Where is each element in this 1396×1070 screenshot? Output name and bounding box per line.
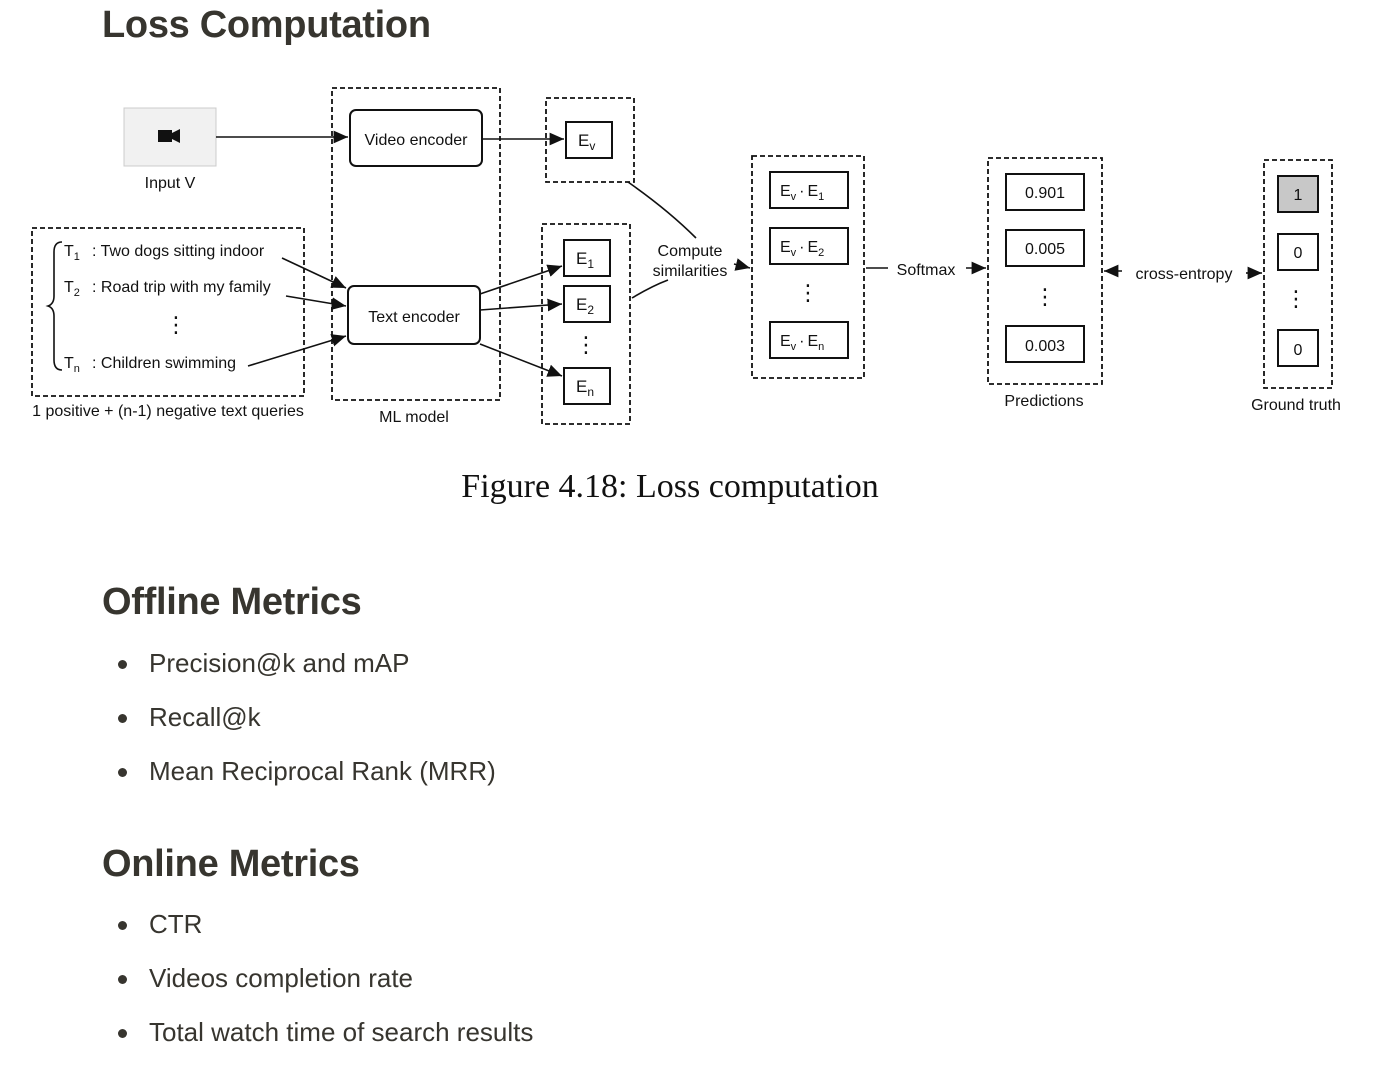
text-embeddings-container bbox=[541, 223, 631, 425]
bullet-icon bbox=[118, 714, 127, 723]
bullet-icon bbox=[118, 1029, 127, 1038]
query-item: T2 : Road trip with my family bbox=[64, 279, 271, 299]
video-camera-icon bbox=[158, 129, 180, 143]
diagram-arrows bbox=[216, 130, 1262, 377]
predictions-vdots: ⋮ bbox=[1034, 284, 1056, 309]
section-heading-offline-metrics: Offline Metrics bbox=[102, 581, 362, 623]
ml-model-container bbox=[331, 87, 501, 401]
similarity-label: Ev·En bbox=[780, 333, 824, 353]
queries-caption: 1 positive + (n-1) negative text queries bbox=[32, 403, 304, 420]
queries-brace bbox=[45, 241, 63, 371]
text-embedding-label: En bbox=[576, 377, 594, 399]
text-encoder-box bbox=[347, 285, 481, 345]
text-embedding-box bbox=[563, 367, 611, 405]
query-text: : Children swimming bbox=[92, 355, 236, 372]
softmax-label: Softmax bbox=[897, 262, 956, 279]
video-encoder-box bbox=[349, 109, 483, 167]
ground-truth-value: 0 bbox=[1294, 342, 1303, 359]
video-embedding-container bbox=[545, 97, 635, 183]
ground-truth-value: 0 bbox=[1294, 245, 1303, 262]
prediction-value: 0.003 bbox=[1025, 338, 1065, 355]
prediction-box bbox=[1005, 229, 1085, 267]
ground-truth-label: Ground truth bbox=[1251, 397, 1341, 414]
prediction-box bbox=[1005, 173, 1085, 211]
query-symbol: Tn bbox=[64, 355, 80, 375]
text-embedding-box bbox=[563, 239, 611, 277]
query-text: : Two dogs sitting indoor bbox=[92, 243, 265, 260]
ground-truth-box bbox=[1277, 329, 1319, 367]
cross-entropy-label: cross-entropy bbox=[1136, 266, 1233, 283]
text-embedding-box bbox=[563, 285, 611, 323]
ground-truth-vdots: ⋮ bbox=[1285, 286, 1307, 311]
video-embedding-box bbox=[565, 121, 613, 159]
similarity-label: Ev·E1 bbox=[780, 183, 824, 203]
section-heading-loss-computation: Loss Computation bbox=[102, 4, 431, 46]
ground-truth-box bbox=[1277, 233, 1319, 271]
compute-label-line2: similarities bbox=[653, 263, 728, 280]
video-encoder-label: Video encoder bbox=[365, 132, 469, 149]
queries-vdots: ⋮ bbox=[165, 312, 187, 337]
bullet-icon bbox=[118, 975, 127, 984]
list-item-text: Mean Reciprocal Rank (MRR) bbox=[149, 756, 496, 786]
list-item-text: Total watch time of search results bbox=[149, 1017, 534, 1047]
query-text: : Road trip with my family bbox=[92, 279, 271, 296]
similarity-box bbox=[769, 171, 849, 209]
query-symbol: T1 bbox=[64, 243, 80, 263]
video-embedding-label: Ev bbox=[578, 131, 595, 153]
text-embedding-label: E2 bbox=[576, 295, 594, 317]
input-label: Input V bbox=[145, 175, 196, 192]
bullet-icon bbox=[118, 660, 127, 669]
similarities-vdots: ⋮ bbox=[797, 280, 819, 305]
bullet-icon bbox=[118, 768, 127, 777]
prediction-box bbox=[1005, 325, 1085, 363]
list-item-text: Videos completion rate bbox=[149, 963, 414, 993]
query-symbol: T2 bbox=[64, 279, 80, 299]
text-encoder-label: Text encoder bbox=[368, 309, 460, 326]
predictions-container bbox=[987, 157, 1103, 385]
embeddings-vdots: ⋮ bbox=[575, 332, 597, 357]
ml-model-label: ML model bbox=[379, 409, 449, 426]
text-embedding-label: E1 bbox=[576, 249, 594, 271]
bullet-icon bbox=[118, 921, 127, 930]
list-item-text: Recall@k bbox=[149, 702, 261, 732]
similarities-container bbox=[751, 155, 865, 379]
similarity-label: Ev·E2 bbox=[780, 239, 824, 259]
input-video-thumbnail bbox=[123, 107, 217, 167]
figure-caption: Figure 4.18: Loss computation bbox=[461, 468, 879, 505]
prediction-value: 0.005 bbox=[1025, 241, 1065, 258]
ground-truth-container bbox=[1263, 159, 1333, 389]
list-item-text: Precision@k and mAP bbox=[149, 648, 410, 678]
predictions-label: Predictions bbox=[1004, 393, 1083, 410]
loss-computation-diagram: Input V ML model Video encoder Text enco… bbox=[31, 87, 1341, 426]
compute-label-line1: Compute bbox=[658, 243, 723, 260]
list-item-text: CTR bbox=[149, 909, 203, 939]
prediction-value: 0.901 bbox=[1025, 185, 1065, 202]
similarity-box bbox=[769, 227, 849, 265]
ground-truth-value: 1 bbox=[1294, 187, 1303, 204]
query-item: T1 : Two dogs sitting indoor bbox=[64, 243, 265, 263]
similarity-box bbox=[769, 321, 849, 359]
query-item: Tn : Children swimming bbox=[64, 355, 236, 375]
ground-truth-box-positive bbox=[1277, 175, 1319, 213]
section-heading-online-metrics: Online Metrics bbox=[102, 843, 360, 885]
text-queries-container bbox=[31, 227, 305, 397]
